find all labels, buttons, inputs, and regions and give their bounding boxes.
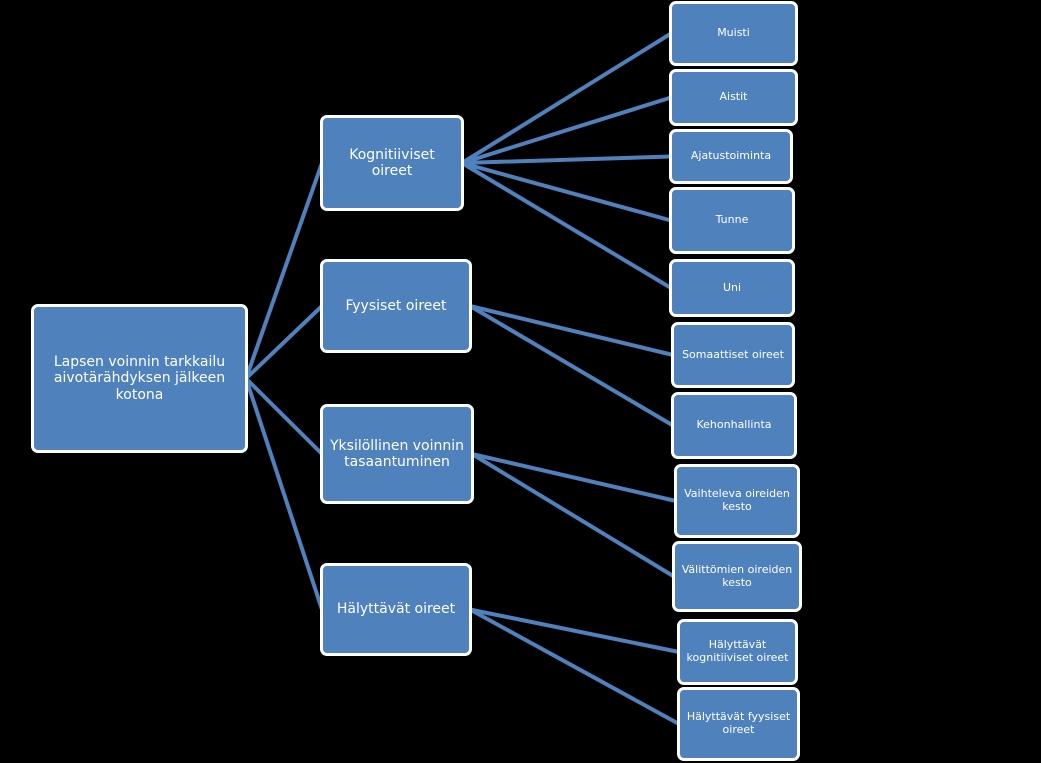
leaf-label: Aistit <box>719 90 748 104</box>
leaf-node-memory: Muisti <box>669 1 798 66</box>
connector-category-to-leaf <box>460 154 673 165</box>
leaf-label: Uni <box>722 280 742 294</box>
category-node-alarming: Hälyttävät oireet <box>320 563 472 656</box>
leaf-node-body-control: Kehonhallinta <box>671 392 797 459</box>
connector-category-to-leaf <box>460 95 673 165</box>
root-node: Lapsen voinnin tarkkailu aivotärähdyksen… <box>31 304 248 453</box>
category-label: Kognitiiviset oireet <box>349 146 435 179</box>
connector-category-to-leaf <box>468 607 681 726</box>
leaf-label: Vaihteleva oireiden kesto <box>684 487 790 513</box>
category-node-individual-recovery: Yksilöllinen voinnin tasaantuminen <box>320 404 474 504</box>
connector-root-to-category <box>244 376 324 456</box>
leaf-node-alarming-cognitive: Hälyttävät kognitiiviset oireet <box>677 619 798 685</box>
leaf-label: Välittömien oireiden kesto <box>681 562 793 589</box>
leaf-label: Kehonhallinta <box>696 418 772 432</box>
leaf-label: Hälyttävät kognitiiviset oireet <box>686 638 789 664</box>
leaf-node-sleep: Uni <box>669 259 795 317</box>
connector-category-to-leaf <box>460 161 673 290</box>
category-label: Hälyttävät oireet <box>336 601 456 618</box>
connector-category-to-leaf <box>460 161 673 223</box>
leaf-label: Tunne <box>715 213 749 227</box>
connector-category-to-leaf <box>470 452 676 579</box>
connector-root-to-category <box>244 304 324 381</box>
leaf-label: Somaattiset oireet <box>682 347 784 361</box>
leaf-node-thinking: Ajatustoiminta <box>669 129 793 184</box>
connector-category-to-leaf <box>470 452 678 503</box>
leaf-node-alarming-physical: Hälyttävät fyysiset oireet <box>677 687 800 761</box>
leaf-label: Ajatustoiminta <box>690 149 772 163</box>
leaf-label: Muisti <box>717 26 750 40</box>
leaf-node-variable-duration: Vaihteleva oireiden kesto <box>674 464 800 538</box>
leaf-node-immediate-duration: Välittömien oireiden kesto <box>672 541 802 612</box>
leaf-node-somatic: Somaattiset oireet <box>671 322 795 388</box>
connector-category-to-leaf <box>468 304 675 428</box>
connector-category-to-leaf <box>468 304 675 357</box>
category-node-cognitive: Kognitiiviset oireet <box>320 115 464 211</box>
connector-category-to-leaf <box>460 31 673 165</box>
category-node-physical: Fyysiset oireet <box>320 259 472 353</box>
root-label: Lapsen voinnin tarkkailu aivotärähdyksen… <box>53 354 226 403</box>
connector-root-to-category <box>244 161 324 381</box>
leaf-node-senses: Aistit <box>669 69 798 126</box>
category-label: Yksilöllinen voinnin tasaantuminen <box>329 437 465 470</box>
connector-category-to-leaf <box>468 607 681 654</box>
leaf-label: Hälyttävät fyysiset oireet <box>686 710 791 736</box>
leaf-node-emotion: Tunne <box>669 187 795 254</box>
category-label: Fyysiset oireet <box>345 297 447 314</box>
connector-root-to-category <box>244 376 324 612</box>
